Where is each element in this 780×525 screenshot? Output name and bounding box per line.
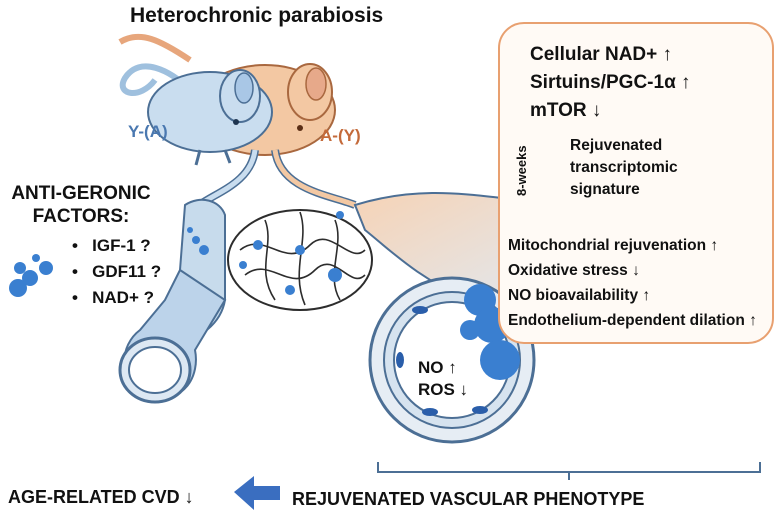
weeks-label: 8-weeks bbox=[514, 145, 529, 196]
box-line-mtor: mTOR ↓ bbox=[530, 100, 602, 121]
factors-title-line1: ANTI-GERONIC bbox=[11, 183, 151, 204]
capillary-network bbox=[227, 209, 373, 311]
factor-item: • IGF-1 ? bbox=[72, 236, 151, 255]
aged-mouse-label: A-(Y) bbox=[320, 126, 361, 145]
factors-title-line2: FACTORS: bbox=[32, 206, 130, 227]
left-arrow-icon bbox=[234, 476, 280, 510]
page-title: Heterochronic parabiosis bbox=[130, 4, 384, 27]
signature-line3: signature bbox=[570, 181, 640, 198]
signature-line1: Rejuvenated bbox=[570, 137, 663, 154]
box-line-sirtuins: Sirtuins/PGC-1α ↑ bbox=[530, 72, 691, 93]
factors-title: ANTI-GERONIC FACTORS: bbox=[6, 182, 156, 228]
cvd-label: AGE-RELATED CVD ↓ bbox=[8, 487, 194, 507]
effect-mito: Mitochondrial rejuvenation ↑ bbox=[508, 237, 719, 254]
young-mouse-label: Y-(A) bbox=[128, 122, 168, 141]
ros-label: ROS ↓ bbox=[418, 380, 469, 399]
box-line-nad: Cellular NAD+ ↑ bbox=[530, 44, 673, 65]
no-label: NO ↑ bbox=[418, 358, 457, 377]
effect-dilation: Endothelium-dependent dilation ↑ bbox=[508, 312, 757, 329]
factor-item: • NAD+ ? bbox=[72, 288, 154, 307]
phenotype-bracket bbox=[377, 462, 761, 480]
effect-no: NO bioavailability ↑ bbox=[508, 287, 651, 304]
signature-line2: transcriptomic bbox=[570, 159, 678, 176]
phenotype-label: REJUVENATED VASCULAR PHENOTYPE bbox=[292, 489, 645, 509]
effects-box bbox=[498, 22, 774, 344]
factor-item: • GDF11 ? bbox=[72, 262, 162, 281]
effect-oxidative: Oxidative stress ↓ bbox=[508, 262, 640, 279]
factor-dots bbox=[9, 227, 209, 297]
young-mouse bbox=[119, 63, 273, 166]
